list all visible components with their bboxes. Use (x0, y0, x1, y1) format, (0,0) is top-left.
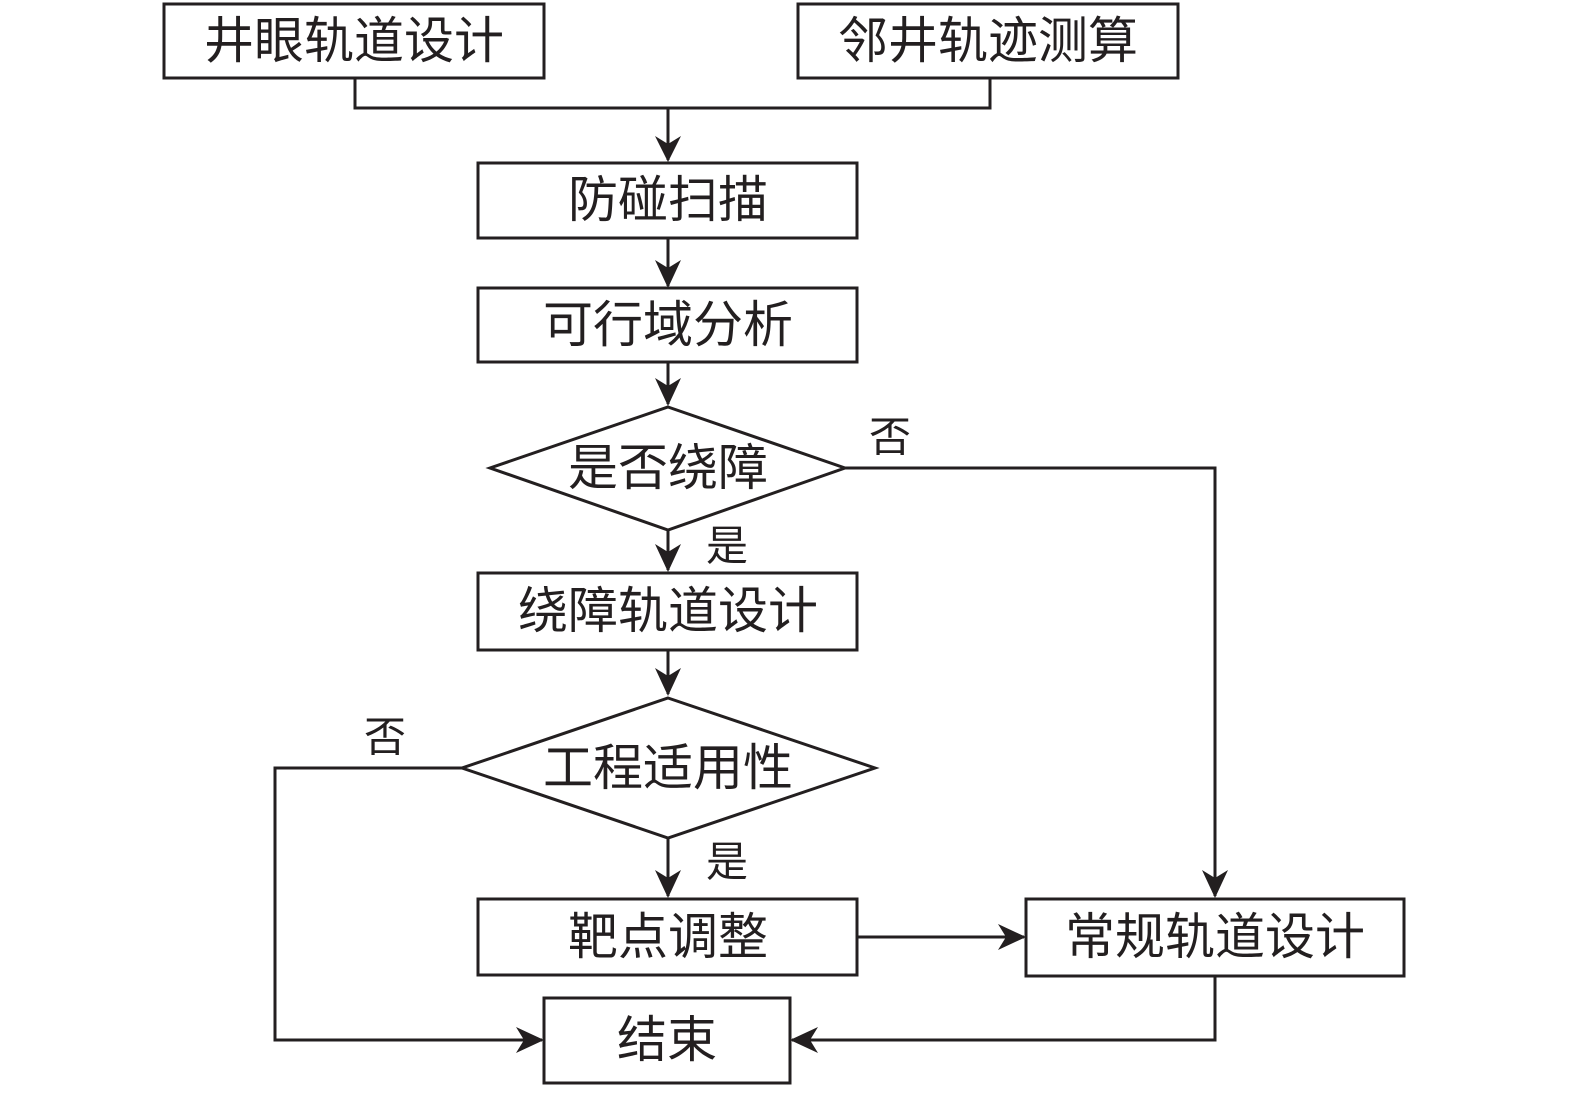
node-detour-decision: 是否绕障 (485, 405, 850, 532)
node-label: 邻井轨迹测算 (838, 12, 1138, 70)
node-wellbore-design: 井眼轨道设计 (162, 2, 546, 80)
node-label: 井眼轨道设计 (204, 12, 504, 70)
connector-applicability-no (273, 766, 542, 1042)
arrowhead-end-left (516, 1027, 544, 1053)
node-conventional-design: 常规轨道设计 (1024, 897, 1406, 978)
node-anti-collision-scan: 防碰扫描 (476, 161, 859, 240)
connectors (273, 78, 1228, 1053)
node-engineering-applicability: 工程适用性 (457, 696, 880, 840)
node-label: 靶点调整 (568, 908, 768, 966)
arrowhead-end-right (790, 1027, 818, 1053)
node-label: 可行域分析 (543, 296, 793, 354)
arrowhead-scan (655, 136, 681, 162)
node-end: 结束 (542, 996, 792, 1085)
connector-conventional-to-end (792, 976, 1217, 1042)
node-label: 是否绕障 (568, 439, 768, 497)
arrowhead-applicability (655, 668, 681, 696)
node-label: 绕障轨道设计 (518, 582, 818, 640)
arrowhead-target-adjust (655, 870, 681, 898)
node-offset-well-calc: 邻井轨迹测算 (796, 2, 1180, 80)
arrowhead-feasible (655, 260, 681, 288)
edge-label-applicability-yes: 是 (706, 838, 748, 887)
node-label: 结束 (617, 1011, 717, 1069)
arrowhead-conventional (1202, 870, 1228, 898)
arrowhead-decision (655, 378, 681, 406)
node-feasible-domain: 可行域分析 (476, 286, 859, 364)
edge-label-detour-yes: 是 (706, 522, 748, 571)
arrowhead-detour-design (655, 544, 681, 572)
edge-label-applicability-no: 否 (364, 713, 406, 762)
node-label: 防碰扫描 (568, 171, 768, 229)
edge-label-detour-no: 否 (869, 413, 911, 462)
node-label: 工程适用性 (543, 739, 793, 797)
node-target-adjust: 靶点调整 (476, 897, 859, 977)
connector-wellbore-to-merge (353, 78, 992, 110)
node-label: 常规轨道设计 (1065, 908, 1365, 966)
node-detour-design: 绕障轨道设计 (476, 571, 859, 652)
arrowhead-conventional-left (998, 924, 1026, 950)
connector-decision-no (845, 466, 1217, 896)
